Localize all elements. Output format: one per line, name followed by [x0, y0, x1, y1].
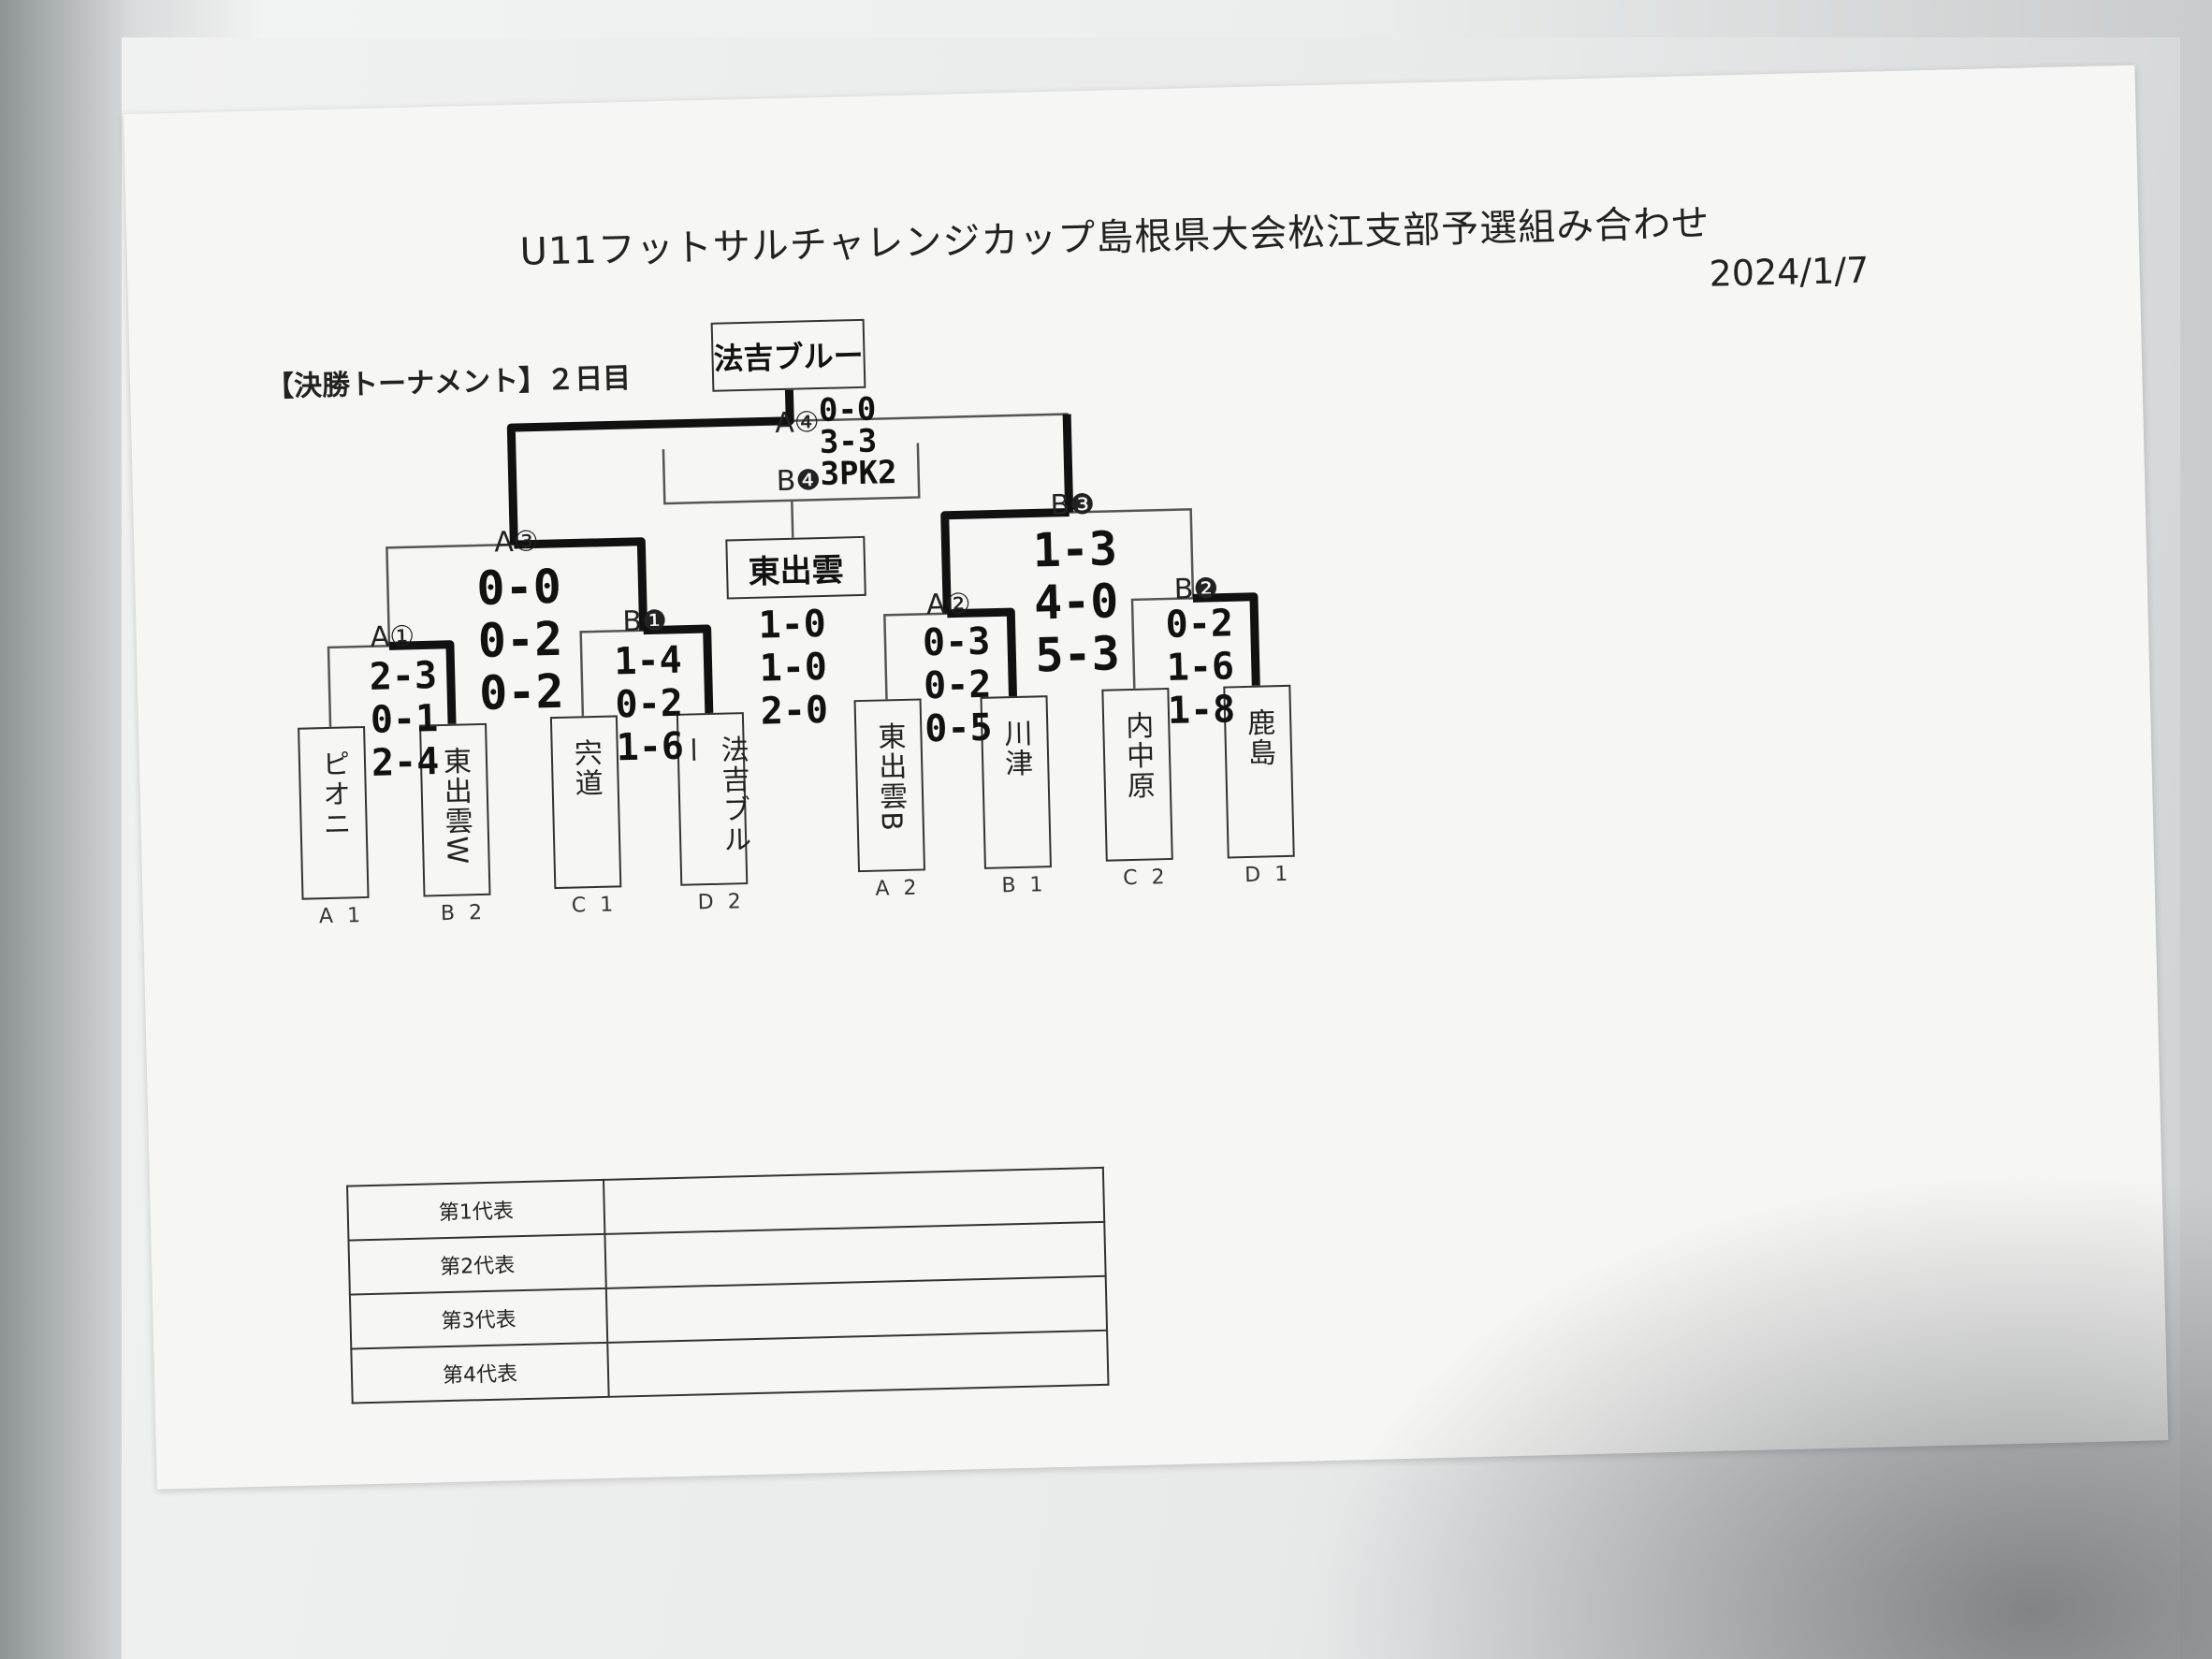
team-box-c2: 内中原 — [1101, 687, 1173, 862]
match-label-b3: B❸ — [1050, 488, 1096, 523]
champion-box: 法吉ブルー — [710, 318, 866, 392]
score-line: 1-3 — [1031, 521, 1118, 578]
seed-label: C 2 — [1122, 866, 1169, 891]
seed-label: D 1 — [1244, 862, 1292, 888]
team-name: 内中原 — [1119, 710, 1156, 802]
seed-label: A 2 — [875, 876, 921, 901]
score-line: 0-2 — [923, 662, 992, 708]
bracket-lines — [327, 378, 1260, 727]
team-name: 東出雲W — [437, 746, 473, 866]
team-box-a2: 東出雲B — [853, 698, 926, 873]
score-line: 5-3 — [1034, 626, 1121, 683]
third-place-box: 東出雲 — [725, 535, 866, 600]
match-scores-a1: 2-3 0-1 2-4 — [369, 654, 440, 785]
match-label-a1: A① — [370, 619, 415, 654]
score-line: 2-0 — [760, 688, 829, 734]
score-line: 3PK2 — [820, 454, 897, 494]
match-label-b2: B❷ — [1173, 572, 1219, 606]
match-label-a2: A② — [925, 588, 971, 622]
score-line: 0-2 — [478, 663, 565, 720]
team-box-c1: 宍道 — [549, 715, 622, 890]
match-scores-b1: 1-4 0-2 1-6 — [614, 639, 685, 770]
representatives-table: 第1代表 第2代表 第3代表 第4代表 — [346, 1167, 1109, 1404]
match-scores-b2: 0-2 1-6 1-8 — [1165, 602, 1236, 733]
team-name: 鹿島 — [1241, 707, 1276, 769]
score-line: 0-5 — [924, 706, 994, 751]
match-scores-a2: 0-3 0-2 0-5 — [923, 620, 994, 751]
score-line: 0-0 — [818, 390, 877, 430]
score-line: 2-4 — [371, 740, 440, 785]
score-line: 1-0 — [759, 645, 828, 691]
rep-label: 第2代表 — [348, 1233, 606, 1295]
bracket-sheet: U11フットサルチャレンジカップ島根県大会松江支部予選組み合わせ 2024/1/… — [124, 65, 2169, 1490]
rep-label: 第3代表 — [349, 1288, 608, 1349]
team-name: 川津 — [998, 718, 1033, 779]
score-line: 0-1 — [370, 697, 439, 742]
match-label-b4: B❹ — [776, 464, 822, 499]
score-line: 0-0 — [475, 559, 562, 617]
score-line: 0-2 — [477, 611, 563, 669]
team-box-d2: 法吉ブルー — [674, 712, 751, 886]
match-label-a4: A④ — [774, 406, 821, 441]
score-line: 2-3 — [369, 654, 438, 699]
rep-label: 第1代表 — [347, 1179, 605, 1241]
match-scores-a4: 0-0 3-3 3PK2 — [818, 390, 897, 494]
match-scores-a3: 0-0 0-2 0-2 — [476, 560, 564, 720]
score-line: 1-8 — [1167, 688, 1236, 734]
seed-label: B 2 — [440, 900, 487, 926]
seed-label: A 1 — [318, 904, 365, 929]
match-label-b1: B❶ — [621, 604, 668, 639]
score-line: 0-3 — [922, 619, 991, 665]
score-line: 1-4 — [613, 638, 683, 684]
score-line: 4-0 — [1033, 574, 1120, 631]
team-name: 宍道 — [568, 737, 604, 799]
team-box-a1: ピオニ — [298, 725, 370, 900]
team-name: 東出雲B — [872, 720, 909, 834]
seed-label: D 2 — [697, 890, 746, 915]
score-line: 0-2 — [1165, 602, 1234, 648]
rep-value — [607, 1330, 1109, 1397]
score-line: 1-6 — [616, 724, 685, 770]
match-label-a3: A③ — [493, 525, 540, 560]
team-name: ピオニ — [315, 749, 351, 840]
seed-label: C 1 — [571, 893, 618, 918]
score-line: 1-6 — [1166, 645, 1235, 691]
match-scores-b3: 1-3 4-0 5-3 — [1031, 521, 1121, 683]
seed-label: B 1 — [1001, 873, 1047, 898]
score-line: 1-0 — [757, 602, 827, 648]
rep-label: 第4代表 — [351, 1342, 609, 1404]
score-line: 0-2 — [615, 681, 684, 727]
match-scores-b4: 1-0 1-0 2-0 — [758, 603, 829, 734]
